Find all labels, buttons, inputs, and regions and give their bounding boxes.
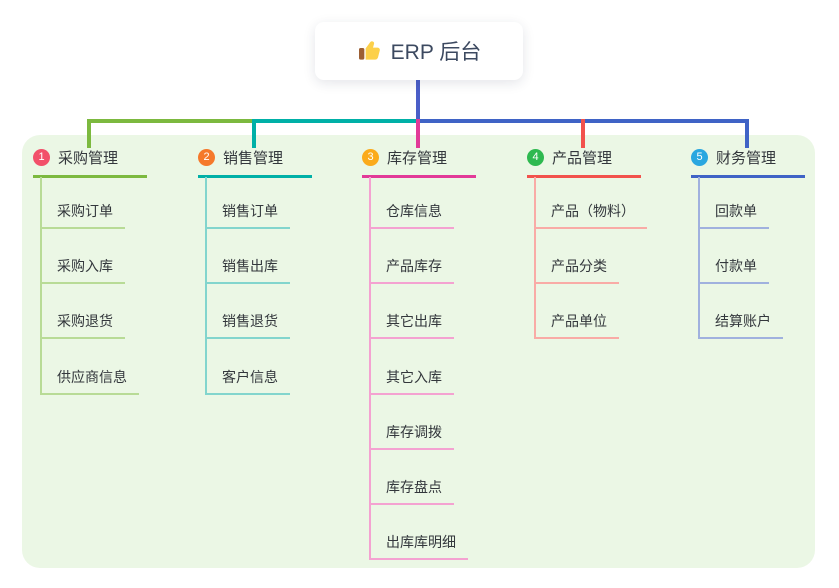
child-node[interactable]: 销售订单 [205,202,290,229]
branch-drop-line [252,119,256,148]
branch-drop-line [581,119,585,148]
child-node[interactable]: 供应商信息 [40,368,139,395]
root-node[interactable]: ERP 后台 [315,22,523,80]
child-node[interactable]: 结算账户 [698,312,783,339]
child-node[interactable]: 库存调拨 [369,423,454,450]
child-node[interactable]: 采购订单 [40,202,125,229]
branch-drop-line [416,119,420,148]
branch-node-4[interactable]: 4 产品管理 [527,147,641,178]
child-node[interactable]: 仓库信息 [369,202,454,229]
child-node[interactable]: 产品库存 [369,257,454,284]
branch-label: 采购管理 [58,150,119,167]
branch-number-badge: 1 [33,149,50,166]
branch-number-badge: 2 [198,149,215,166]
child-node[interactable]: 产品（物料） [534,202,647,229]
thumbs-up-icon [357,39,381,63]
branch-number-badge: 3 [362,149,379,166]
branches-panel [22,135,815,568]
child-node[interactable]: 付款单 [698,257,769,284]
root-title: ERP 后台 [390,41,482,64]
branch-node-5[interactable]: 5 财务管理 [691,147,805,178]
child-node[interactable]: 回款单 [698,202,769,229]
child-node[interactable]: 库存盘点 [369,478,454,505]
branch-vertical-line [40,177,42,395]
child-node[interactable]: 出库库明细 [369,533,468,560]
root-stem-line [416,80,420,123]
branch-drop-line [87,119,91,148]
branch-vertical-line [698,177,700,339]
branch-number-badge: 5 [691,149,708,166]
child-node[interactable]: 产品分类 [534,257,619,284]
child-node[interactable]: 其它入库 [369,368,454,395]
branch-label: 产品管理 [552,150,613,167]
child-node[interactable]: 销售退货 [205,312,290,339]
branch-vertical-line [205,177,207,395]
branch-vertical-line [534,177,536,339]
child-node[interactable]: 采购退货 [40,312,125,339]
child-node[interactable]: 其它出库 [369,312,454,339]
branch-node-3[interactable]: 3 库存管理 [362,147,476,178]
branch-vertical-line [369,177,371,560]
branch-label: 销售管理 [223,150,284,167]
child-node[interactable]: 采购入库 [40,257,125,284]
branch-node-1[interactable]: 1 采购管理 [33,147,147,178]
child-node[interactable]: 销售出库 [205,257,290,284]
branch-number-badge: 4 [527,149,544,166]
child-node[interactable]: 产品单位 [534,312,619,339]
child-node[interactable]: 客户信息 [205,368,290,395]
branch-node-2[interactable]: 2 销售管理 [198,147,312,178]
branch-connector-line [87,119,256,123]
branch-drop-line [745,119,749,148]
branch-label: 库存管理 [387,150,448,167]
branch-label: 财务管理 [716,150,777,167]
branch-connector-line [252,119,420,123]
